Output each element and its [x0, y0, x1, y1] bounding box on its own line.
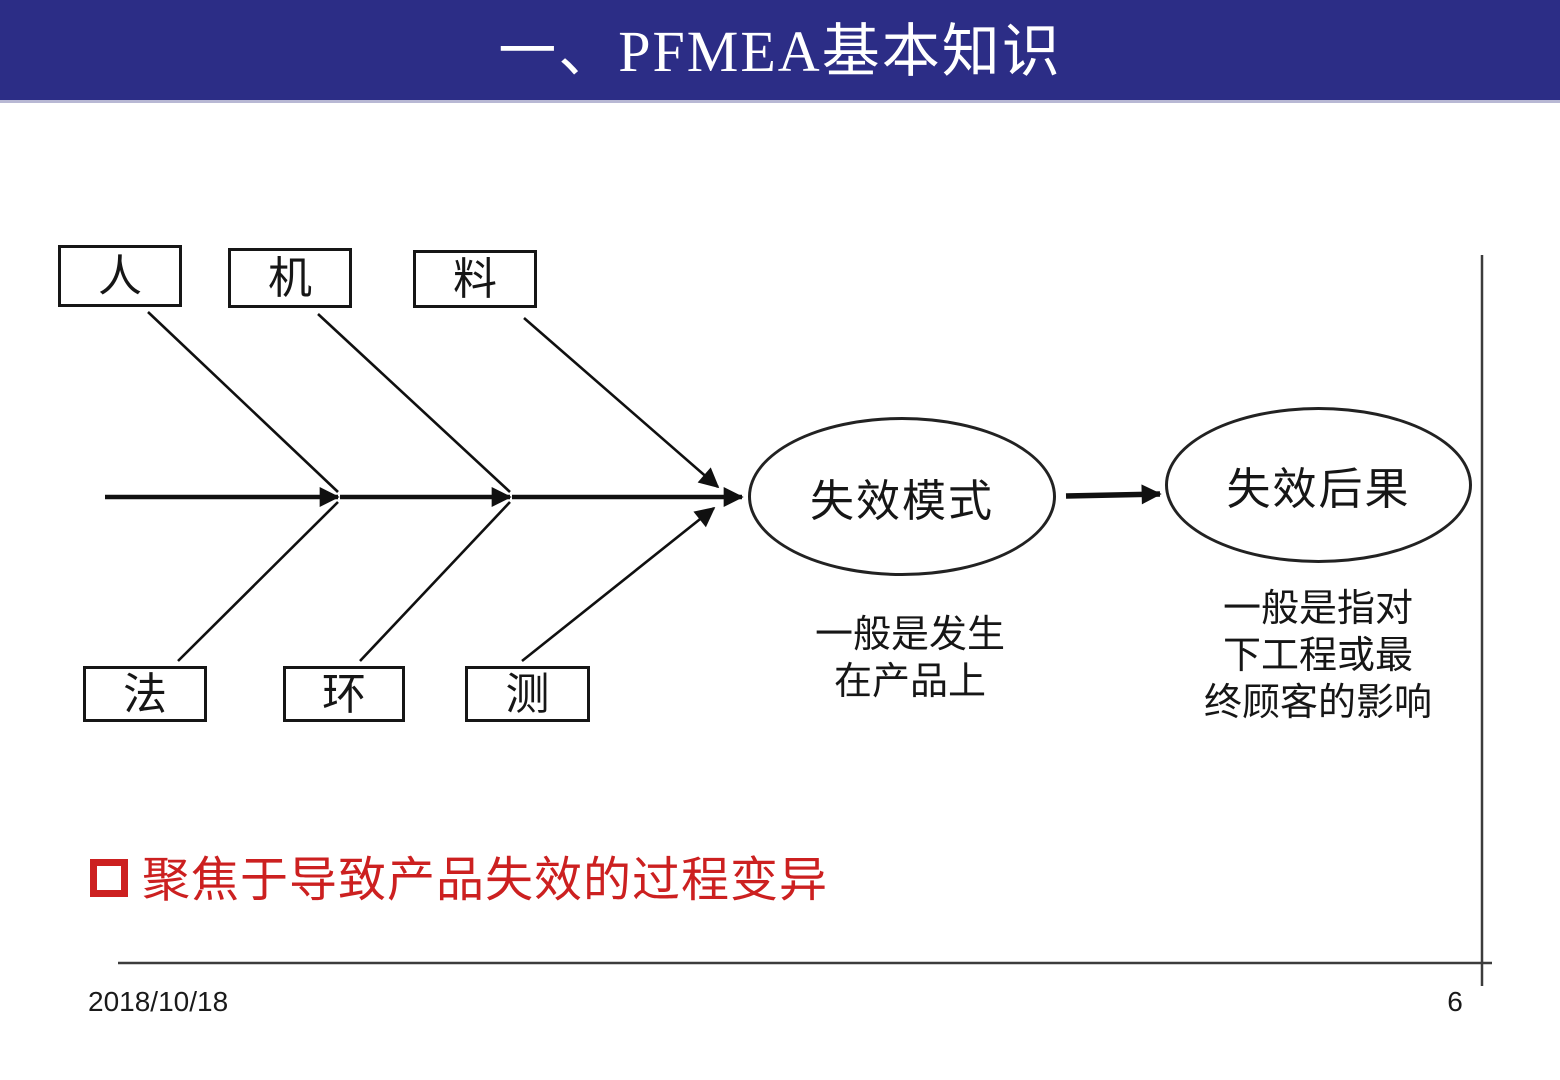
branch-method-line — [177, 501, 339, 662]
branch-man-line — [147, 311, 339, 493]
failure-mode-note: 一般是发生 在产品上 — [760, 612, 1060, 706]
failure-mode-ellipse: 失效模式 — [748, 417, 1056, 576]
key-point-row: 聚焦于导致产品失效的过程变异 — [90, 840, 828, 910]
failure-mode-note-line: 在产品上 — [833, 661, 986, 704]
branch-measure-line — [521, 506, 716, 663]
failure-effect-ellipse: 失效后果 — [1165, 407, 1472, 563]
page-number: 6 — [1447, 986, 1463, 1017]
category-box-method: 法 — [83, 666, 207, 722]
failure-effect-note: 一般是指对 下工程或最 终顾客的影响 — [1158, 586, 1478, 727]
branch-material-line — [523, 317, 720, 489]
failure-mode-label: 失效模式 — [810, 476, 994, 526]
category-box-material: 料 — [413, 250, 537, 308]
category-box-man: 人 — [58, 245, 182, 307]
failure-effect-note-line: 一般是指对 — [1222, 588, 1413, 630]
mode-to-effect-arrow — [1065, 484, 1162, 505]
category-box-measure: 测 — [465, 666, 590, 722]
failure-mode-note-line: 一般是发生 — [814, 614, 1005, 656]
failure-effect-note-line: 下工程或最 — [1222, 635, 1413, 678]
branch-environment-line — [359, 501, 511, 662]
page-title: 一、PFMEA基本知识 — [498, 19, 1062, 84]
footer-date: 2018/10/18 — [88, 986, 229, 1017]
failure-effect-note-line: 终顾客的影响 — [1203, 682, 1432, 725]
category-box-machine: 机 — [228, 248, 352, 308]
title-bar: 一、PFMEA基本知识 — [0, 0, 1560, 103]
category-box-environment: 环 — [283, 666, 405, 722]
square-bullet-icon — [90, 859, 128, 897]
key-point-text: 聚焦于导致产品失效的过程变异 — [142, 854, 829, 907]
failure-effect-label: 失效后果 — [1226, 465, 1411, 514]
branch-machine-line — [317, 313, 511, 493]
